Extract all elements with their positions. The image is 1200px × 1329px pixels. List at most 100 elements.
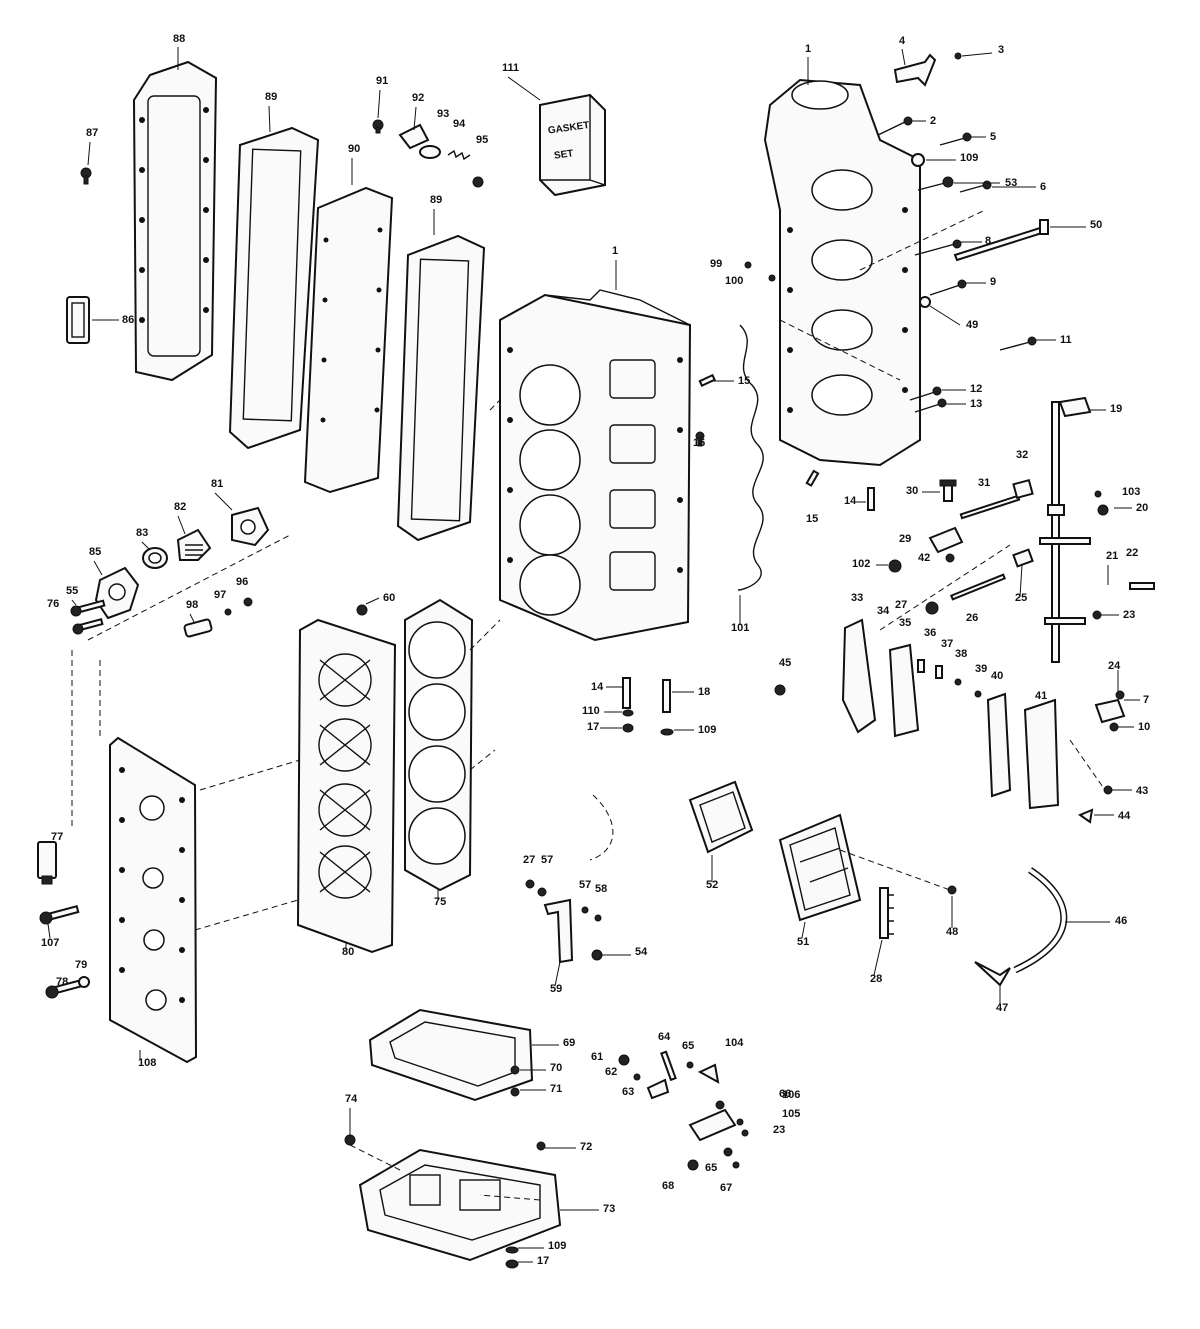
part-label-l11: 11: [1060, 334, 1072, 346]
part-label-l41: 41: [1035, 690, 1047, 702]
part-label-l87: 87: [86, 127, 98, 139]
part-label-l2: 2: [930, 115, 936, 127]
part-label-l109c: 109: [548, 1240, 566, 1252]
part-label-l25: 25: [1015, 592, 1027, 604]
link-rod-31: [959, 494, 1021, 520]
part-label-l89a: 89: [265, 91, 277, 103]
throttle-linkage-rod: [1039, 396, 1092, 663]
part-label-l7: 7: [1143, 694, 1149, 706]
part-label-l81: 81: [211, 478, 223, 490]
exhaust-gasket-inner: [396, 234, 486, 542]
hose-46: [1013, 867, 1068, 974]
washer-17a: [622, 723, 634, 733]
cam-lever-41: [1023, 698, 1060, 810]
links-36-39: [917, 659, 982, 698]
part-label-l33: 33: [851, 592, 863, 604]
part-label-l102: 102: [852, 558, 870, 570]
part-label-l106: 106: [782, 1089, 800, 1101]
part-label-l60: 60: [383, 592, 395, 604]
linkage-group-lower: [618, 1050, 749, 1171]
head-cover-plate: [109, 736, 198, 1064]
screw-3: [954, 52, 962, 60]
spring-clip-28: [879, 887, 894, 939]
part-label-l1a: 1: [805, 43, 811, 55]
part-label-l76: 76: [47, 598, 59, 610]
part-label-l3: 3: [998, 44, 1004, 56]
part-label-l27b: 27: [523, 854, 535, 866]
stud-14a: [867, 487, 875, 511]
part-label-l72: 72: [580, 1141, 592, 1153]
part-label-l98: 98: [186, 599, 198, 611]
part-label-l69: 69: [563, 1037, 575, 1049]
part-label-l91: 91: [376, 75, 388, 87]
cylinder-head: [296, 618, 397, 954]
part-label-l109b: 109: [698, 724, 716, 736]
part-label-l90: 90: [348, 143, 360, 155]
link-rod-26: [949, 573, 1007, 601]
part-label-l92: 92: [412, 92, 424, 104]
screw-43: [1103, 785, 1113, 795]
part-label-l14a: 14: [844, 495, 857, 507]
exhaust-small-gasket: [66, 296, 90, 344]
part-label-l1b: 1: [612, 245, 618, 257]
bracket-4: [893, 53, 937, 87]
part-label-l13: 13: [970, 398, 982, 410]
part-label-l18: 18: [698, 686, 710, 698]
part-label-l100: 100: [725, 275, 743, 287]
valve-95: [472, 176, 484, 188]
part-label-l19: 19: [1110, 403, 1122, 415]
part-label-l59: 59: [550, 983, 562, 995]
screws-103-20: [1094, 490, 1109, 516]
part-label-l38: 38: [955, 648, 967, 660]
part-label-l21: 21: [1106, 550, 1118, 562]
part-label-l15a: 15: [738, 375, 750, 387]
part-label-l29: 29: [899, 533, 911, 545]
part-label-l52: 52: [706, 879, 718, 891]
part-label-l4: 4: [899, 35, 906, 47]
part-label-l50: 50: [1090, 219, 1102, 231]
screw-99-washer-100: [744, 261, 776, 282]
screw-48: [947, 885, 957, 895]
valve-98: [183, 618, 213, 638]
plug-60: [356, 604, 368, 616]
part-label-l75: 75: [434, 896, 446, 908]
thermostat-cover-85: [94, 566, 140, 620]
fitting-45: [774, 684, 786, 696]
exhaust-divider-plate: [303, 186, 394, 494]
part-label-l101: 101: [731, 622, 749, 634]
part-label-l14b: 14: [591, 681, 604, 693]
gasket-81: [231, 506, 270, 547]
part-label-l23b: 23: [773, 1124, 785, 1136]
exhaust-gasket-outer: [228, 126, 320, 450]
screw-23a: [1092, 610, 1102, 620]
bolt-107: [39, 904, 80, 925]
part-label-l86: 86: [122, 314, 134, 326]
part-label-l61: 61: [591, 1051, 603, 1063]
parts-96-97: [224, 597, 253, 616]
connector-25: [1012, 548, 1034, 568]
part-label-l95: 95: [476, 134, 488, 146]
washer-79: [78, 976, 90, 988]
part-label-l47: 47: [996, 1002, 1008, 1014]
part-label-l71: 71: [550, 1083, 562, 1095]
hose-clip-47: [974, 961, 1011, 987]
part-label-l22: 22: [1126, 547, 1138, 559]
lever-29: [928, 526, 964, 554]
cylinder-block: [499, 289, 692, 642]
dowel-pin-15b: [805, 469, 820, 487]
part-label-l45: 45: [779, 657, 791, 669]
part-label-l17a: 17: [587, 721, 599, 733]
part-label-l70: 70: [550, 1062, 562, 1074]
part-label-l73: 73: [603, 1203, 615, 1215]
part-label-l82: 82: [174, 501, 186, 513]
cover-gasket-52: [688, 780, 754, 854]
screw-55: [70, 599, 106, 617]
part-label-l48: 48: [946, 926, 958, 938]
part-label-l53: 53: [1005, 177, 1017, 189]
part-label-l80: 80: [342, 946, 354, 958]
pin-22: [1129, 582, 1155, 590]
part-label-l110: 110: [582, 705, 600, 717]
spring-94: [447, 149, 471, 161]
washer-109b: [660, 728, 674, 736]
